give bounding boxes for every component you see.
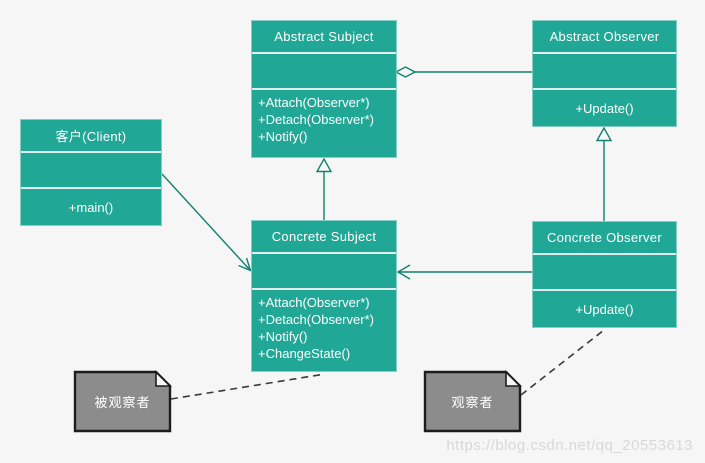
method-item: +Attach(Observer*) (258, 95, 370, 110)
class-attributes-empty (533, 255, 676, 291)
arrowhead-icon (238, 257, 252, 272)
note-shape-observer (423, 370, 522, 433)
method-item: +Detach(Observer*) (258, 112, 374, 127)
class-methods: +Attach(Observer*) +Detach(Observer*) +N… (252, 290, 396, 371)
class-methods: +Attach(Observer*) +Detach(Observer*) +N… (252, 90, 396, 157)
generalization-triangle-icon (595, 126, 613, 142)
method-item: +Notify() (258, 129, 308, 144)
class-attributes-empty (533, 54, 676, 90)
note-fold-icon (505, 370, 522, 387)
generalization-triangle-icon (315, 157, 333, 173)
note-label-subject: 被观察者 (94, 395, 151, 410)
note-link-dashed-line (520, 329, 605, 396)
arrowhead-icon (396, 264, 411, 280)
watermark-url: https://blog.csdn.net/qq_20553613 (446, 437, 693, 454)
method-item: +Detach(Observer*) (258, 312, 374, 327)
class-concrete-subject: Concrete Subject +Attach(Observer*) +Det… (251, 220, 397, 372)
class-title: Concrete Subject (252, 221, 396, 254)
class-abstract-subject: Abstract Subject +Attach(Observer*) +Det… (251, 20, 397, 158)
class-methods: +Update() (533, 291, 676, 327)
class-title: Abstract Subject (252, 21, 396, 54)
class-title: 客户(Client) (21, 120, 161, 153)
class-attributes-empty (21, 153, 161, 189)
aggregation-diamond-icon (394, 66, 417, 78)
method-item: +main() (68, 199, 114, 215)
association-line-client (161, 173, 251, 271)
method-item: +Update() (575, 301, 634, 317)
class-client: 客户(Client) +main() (20, 119, 162, 226)
method-item: +Attach(Observer*) (258, 295, 370, 310)
method-item: +Update() (575, 100, 634, 116)
class-attributes-empty (252, 54, 396, 90)
class-methods: +main() (21, 189, 161, 225)
class-attributes-empty (252, 254, 396, 290)
class-methods: +Update() (533, 90, 676, 126)
class-abstract-observer: Abstract Observer +Update() (532, 20, 677, 127)
method-item: +Notify() (258, 329, 308, 344)
note-fold-icon (155, 370, 172, 387)
note-shape-subject (73, 370, 172, 433)
class-title: Abstract Observer (533, 21, 676, 54)
note-label-observer: 观察者 (451, 395, 494, 410)
class-concrete-observer: Concrete Observer +Update() (532, 221, 677, 328)
note-link-dashed-line (170, 373, 326, 400)
method-item: +ChangeState() (258, 346, 351, 361)
class-title: Concrete Observer (533, 222, 676, 255)
